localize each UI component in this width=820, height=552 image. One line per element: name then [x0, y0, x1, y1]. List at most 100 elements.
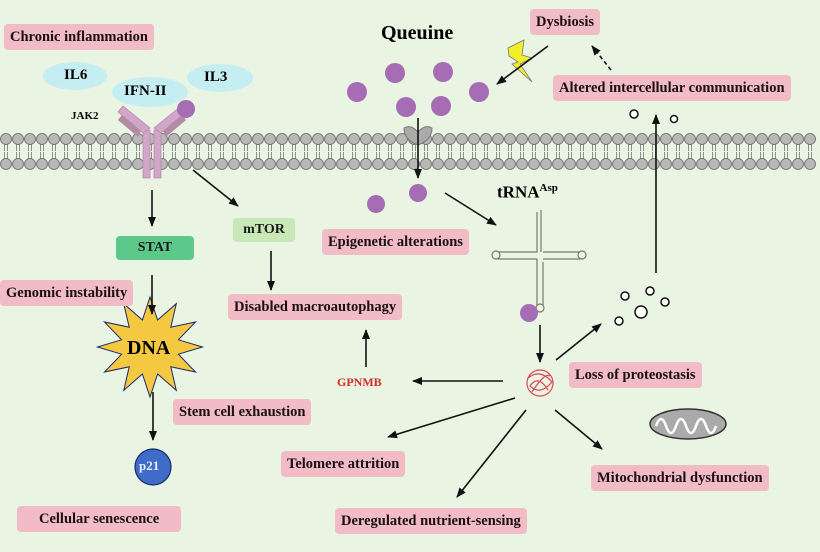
lipid-head	[108, 158, 120, 170]
lipid-head	[132, 158, 144, 170]
lipid-head	[336, 158, 348, 170]
lipid-head	[216, 133, 228, 145]
lightning-icon	[507, 39, 534, 83]
lipid-head	[492, 158, 504, 170]
ifn-label: IFN-II	[124, 83, 167, 99]
lipid-head	[12, 158, 24, 170]
lipid-head	[372, 158, 384, 170]
lipid-head	[744, 158, 756, 170]
arrow-to-mitochondria	[554, 409, 603, 450]
lipid-head	[348, 133, 360, 145]
il3-ellipse	[187, 64, 253, 92]
lipid-head	[660, 158, 672, 170]
stem-cell-exhaustion-box: Stem cell exhaustion	[173, 399, 312, 425]
arrow-to-proteostasis	[555, 323, 602, 361]
lipid-head	[612, 158, 624, 170]
lipid-head	[348, 158, 360, 170]
lipid-head	[624, 133, 636, 145]
lipid-head	[12, 133, 24, 145]
mitochondrial-dysfunction-box: Mitochondrial dysfunction	[591, 465, 769, 491]
lipid-head	[684, 158, 696, 170]
dna-star-icon	[95, 295, 205, 399]
lipid-head	[444, 158, 456, 170]
lipid-head	[312, 158, 324, 170]
lipid-head	[732, 133, 744, 145]
lipid-head	[192, 158, 204, 170]
lipid-head	[756, 158, 768, 170]
lipid-head	[552, 133, 564, 145]
lipid-head	[756, 133, 768, 145]
cellular-senescence-box: Cellular senescence	[17, 506, 182, 532]
arrows	[148, 45, 660, 498]
lipid-head	[516, 158, 528, 170]
lipid-head	[528, 158, 540, 170]
receptor-icon	[117, 100, 195, 179]
lipid-head	[708, 133, 720, 145]
lipid-head	[768, 158, 780, 170]
lipid-head	[168, 133, 180, 145]
lipid-head	[636, 133, 648, 145]
trna-label: tRNAAsp	[497, 182, 558, 203]
disabled-macroautophagy-box: Disabled macroautophagy	[228, 294, 403, 320]
lipid-head	[720, 133, 732, 145]
lipid-head	[180, 158, 192, 170]
lipid-head	[480, 133, 492, 145]
lipid-head	[528, 133, 540, 145]
ifn-ellipse	[112, 77, 188, 107]
lipid-head	[540, 133, 552, 145]
lipid-head	[624, 158, 636, 170]
stat-box: STAT	[116, 236, 194, 260]
lipid-head	[720, 158, 732, 170]
lipid-head	[792, 133, 804, 145]
lipid-head	[780, 133, 792, 145]
lipid-head	[804, 158, 816, 170]
lipid-head	[72, 133, 84, 145]
cell-membrane	[0, 133, 816, 170]
queuine-molecules	[347, 62, 489, 213]
chronic-inflammation-box: Chronic inflammation	[4, 24, 154, 50]
dna-label: DNA	[127, 337, 171, 359]
lipid-head	[288, 158, 300, 170]
lipid-head	[600, 158, 612, 170]
lipid-head	[204, 133, 216, 145]
genomic-instability-box: Genomic instability	[0, 280, 134, 306]
lipid-head	[120, 158, 132, 170]
lipid-head	[564, 133, 576, 145]
altered-communication-box: Altered intercellular communication	[553, 75, 791, 101]
lipid-head	[96, 133, 108, 145]
lipid-head	[768, 133, 780, 145]
telomere-attrition-box: Telomere attrition	[281, 451, 406, 477]
lipid-head	[216, 158, 228, 170]
misfolded-protein-icon	[526, 369, 554, 397]
epigenetic-alterations-box: Epigenetic alterations	[322, 229, 469, 255]
lipid-head	[780, 158, 792, 170]
lipid-head	[240, 158, 252, 170]
lipid-head	[552, 158, 564, 170]
lipid-head	[240, 133, 252, 145]
lipid-head	[324, 158, 336, 170]
lipid-head	[228, 158, 240, 170]
arrow-to-telomere	[387, 397, 516, 439]
lipid-head	[672, 133, 684, 145]
deregulated-nutrient-sensing-box: Deregulated nutrient-sensing	[335, 508, 527, 534]
arrow-to-trna	[444, 192, 497, 226]
lipid-head	[168, 158, 180, 170]
lipid-head	[636, 158, 648, 170]
lipid-head	[252, 133, 264, 145]
mitochondrion-icon	[649, 408, 727, 440]
arrow-dysbiosis-queuine	[496, 45, 549, 85]
lipid-head	[36, 158, 48, 170]
lipid-head	[696, 133, 708, 145]
gpnmb-label: GPNMB	[337, 375, 382, 389]
lipid-head	[180, 133, 192, 145]
lipid-head	[336, 133, 348, 145]
trna-queuine-dot	[520, 304, 538, 322]
il6-ellipse	[43, 62, 107, 90]
queuine-title: Queuine	[381, 22, 454, 44]
lipid-head	[600, 133, 612, 145]
lipid-head	[540, 158, 552, 170]
lipid-head	[384, 133, 396, 145]
lipid-head	[300, 133, 312, 145]
lipid-head	[276, 158, 288, 170]
lipid-head	[252, 158, 264, 170]
